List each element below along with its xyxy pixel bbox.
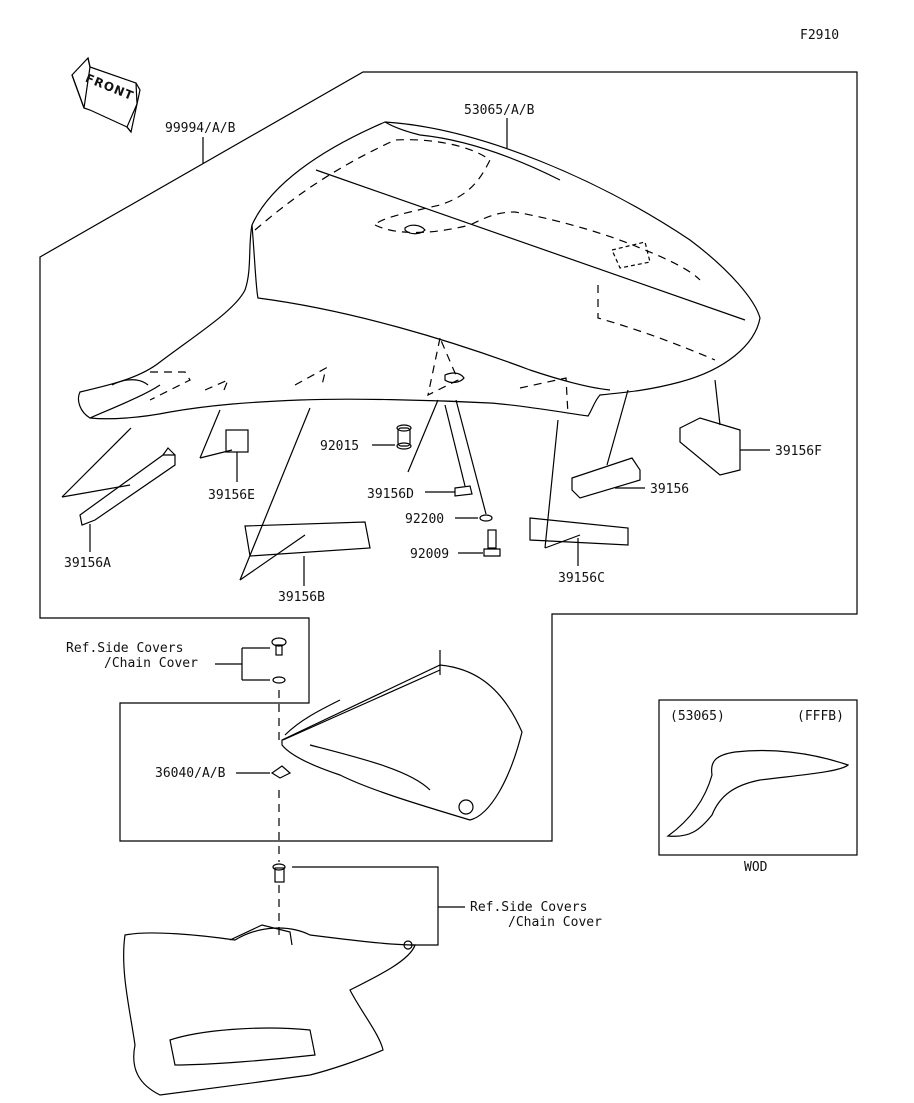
seat-cowl-illustration [77, 121, 761, 420]
pad-39156E [225, 429, 249, 453]
label-36040: 36040/A/B [155, 766, 226, 781]
reference-upper-line2: /Chain Cover [104, 656, 198, 671]
reference-upper-line1: Ref.Side Covers [66, 641, 184, 656]
label-92200: 92200 [405, 512, 445, 527]
reference-upper: Ref.Side Covers /Chain Cover [66, 641, 198, 671]
bolt-92009 [483, 529, 501, 557]
inset-part-label: (53065) [670, 709, 725, 724]
pad-39156A [79, 447, 176, 526]
label-39156E: 39156E [208, 488, 255, 503]
washer-top [272, 676, 286, 684]
label-99994: 99994/A/B [165, 121, 236, 136]
front-arrow-icon [71, 56, 141, 134]
inset-seat-shape [666, 749, 850, 837]
label-39156: 39156 [650, 482, 690, 497]
pad-39156 [571, 457, 641, 499]
figure-code: F2910 [800, 28, 840, 43]
screw-bottom [272, 863, 286, 883]
label-92009: 92009 [410, 547, 450, 562]
inset-caption: WOD [744, 860, 768, 875]
lower-side-cover [123, 924, 416, 1096]
label-39156B: 39156B [278, 590, 325, 605]
reference-lower-line1: Ref.Side Covers [470, 900, 588, 915]
washer-92200 [479, 514, 493, 522]
side-cover-bracket [270, 650, 523, 821]
label-39156F: 39156F [775, 444, 822, 459]
screw-top [271, 637, 287, 656]
grommet-92015 [396, 424, 412, 450]
reference-lower-line2: /Chain Cover [508, 915, 602, 930]
label-39156A: 39156A [64, 556, 111, 571]
main-assembly-outline [39, 71, 858, 842]
label-39156D: 39156D [367, 487, 414, 502]
pad-39156B [244, 521, 371, 557]
pad-39156D [454, 485, 473, 497]
pad-39156F [679, 417, 741, 476]
inset-color-code: (FFFB) [797, 709, 844, 724]
pad-39156C [529, 517, 629, 546]
label-39156C: 39156C [558, 571, 605, 586]
label-53065: 53065/A/B [464, 103, 535, 118]
inset-box [658, 699, 858, 856]
label-92015: 92015 [320, 439, 360, 454]
reference-lower: Ref.Side Covers /Chain Cover [470, 900, 602, 930]
